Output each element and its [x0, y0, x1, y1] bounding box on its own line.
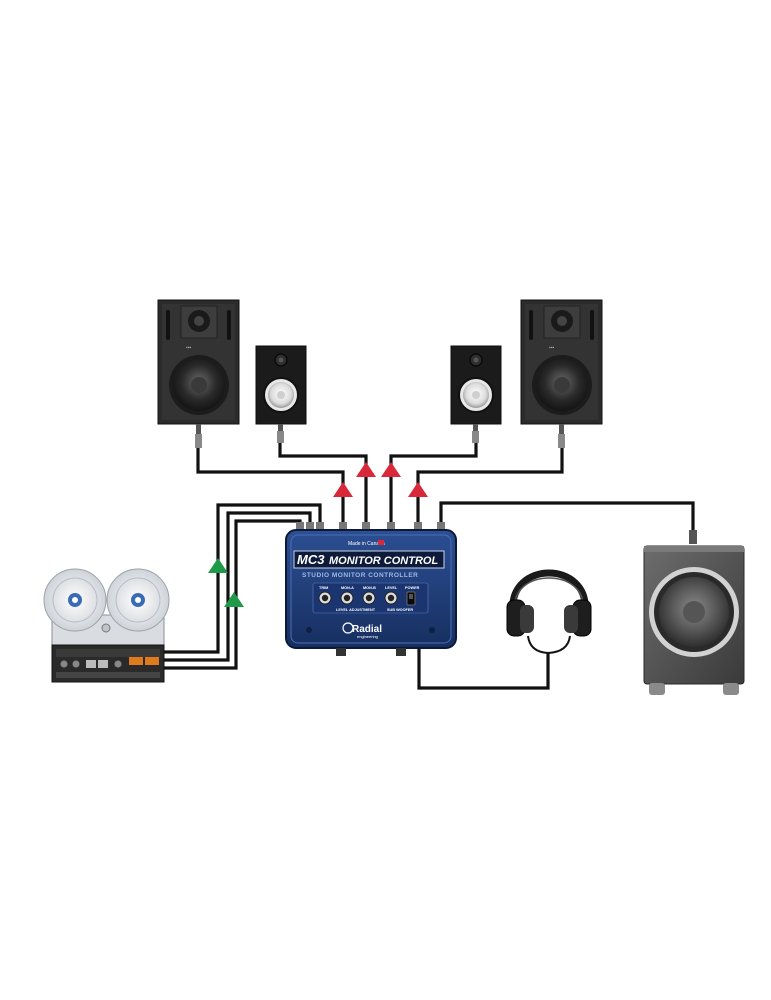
product-subtitle: STUDIO MONITOR CONTROLLER	[302, 572, 418, 579]
output-arrow-1	[333, 482, 353, 497]
mc3-monitor-controller: Made in Canada MC3 MONITOR CONTROL STUDI…	[286, 522, 456, 656]
knob-label-level: LEVEL	[385, 586, 398, 590]
power-switch[interactable]	[407, 592, 415, 605]
knob-label-mon-a: MON-A	[341, 586, 354, 590]
output-arrow-4	[408, 482, 428, 497]
svg-text:▪▪▪: ▪▪▪	[186, 345, 192, 351]
sub-woofer-label: SUB WOOFER	[387, 608, 413, 612]
trim-knob[interactable]	[319, 592, 331, 604]
svg-text:▪▪▪: ▪▪▪	[549, 345, 555, 351]
product-name: MONITOR CONTROL	[329, 555, 438, 567]
mon-a-knob[interactable]	[341, 592, 353, 604]
subwoofer-icon	[644, 530, 744, 695]
cable-headphones	[419, 648, 548, 688]
cable-subwoofer	[441, 503, 693, 540]
output-arrows	[333, 462, 428, 497]
headphones-icon	[507, 573, 591, 653]
input-arrow-1	[208, 558, 228, 573]
knob-label-mon-b: MON-B	[363, 586, 376, 590]
knob-label-power: POWER	[405, 586, 420, 590]
mon-b-knob[interactable]	[363, 592, 375, 604]
cable-small-monitor-left	[280, 443, 366, 530]
brand-sub-label: engineering	[357, 634, 378, 639]
large-studio-monitor-icon: ▪▪▪	[521, 300, 602, 448]
small-studio-monitor-icon	[451, 346, 501, 443]
large-studio-monitor-icon: ▪▪▪	[158, 300, 239, 448]
input-arrows	[208, 558, 244, 607]
output-arrow-2	[356, 462, 376, 477]
knob-label-trim: TRIM	[319, 586, 328, 590]
cable-tape-input-3	[160, 521, 300, 668]
output-arrow-3	[381, 462, 401, 477]
level-adjustment-label: LEVEL ADJUSTMENT	[336, 608, 376, 612]
small-studio-monitor-icon	[256, 346, 306, 443]
sub-level-knob[interactable]	[385, 592, 397, 604]
tape-recorder-icon	[44, 569, 169, 682]
cable-small-monitor-right	[391, 443, 476, 530]
model-label: MC3	[297, 552, 325, 567]
